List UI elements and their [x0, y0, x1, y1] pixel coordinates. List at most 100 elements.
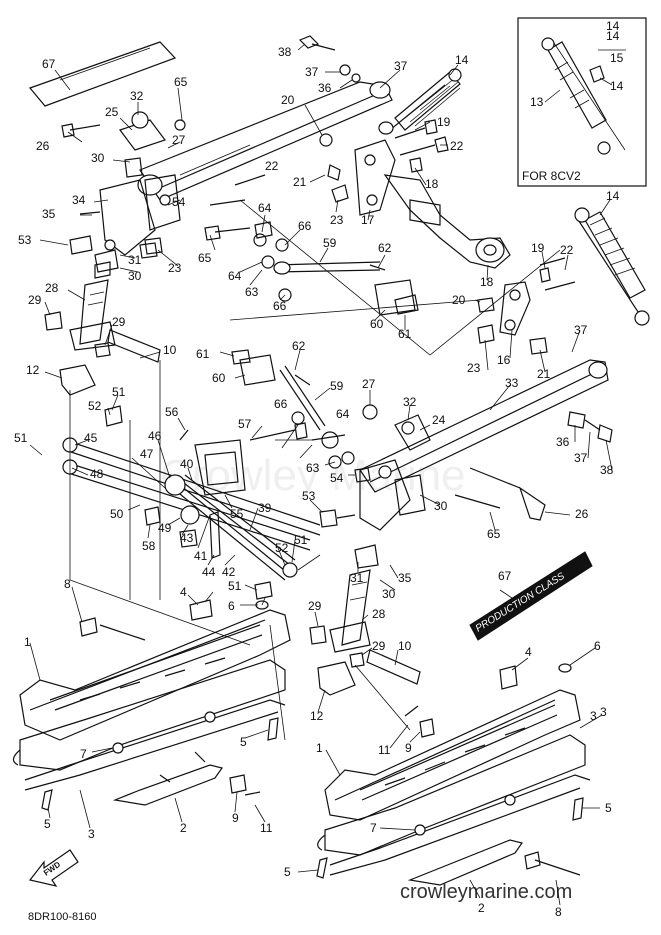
callout-9: 9 — [405, 741, 412, 755]
shock-absorber-14-mid — [574, 207, 650, 326]
callout-23: 23 — [168, 261, 182, 275]
callout-28: 28 — [45, 281, 59, 295]
callout-8: 8 — [64, 577, 71, 591]
callout-50: 50 — [110, 507, 124, 521]
callout-27: 27 — [362, 377, 376, 391]
callout-37: 37 — [574, 323, 588, 337]
callout-38: 38 — [600, 463, 614, 477]
callout-21: 21 — [293, 175, 307, 189]
callout-66: 66 — [274, 397, 288, 411]
callout-37: 37 — [305, 65, 319, 79]
callout-33: 33 — [505, 376, 519, 390]
callout-8: 8 — [555, 905, 562, 919]
arm-16 — [477, 257, 576, 355]
callout-35: 35 — [398, 571, 412, 585]
callout-53: 53 — [18, 233, 32, 247]
callout-22: 22 — [450, 139, 464, 153]
callout-26: 26 — [36, 139, 50, 153]
callout-25: 25 — [105, 105, 119, 119]
ski-assembly-right — [316, 663, 591, 886]
callout-14: 14 — [455, 53, 469, 67]
center-linkage — [62, 405, 321, 600]
callout-40: 40 — [180, 457, 194, 471]
callout-23: 23 — [467, 361, 481, 375]
callout-36: 36 — [556, 435, 570, 449]
callout-12: 12 — [26, 363, 40, 377]
callout-45: 45 — [84, 431, 98, 445]
callout-58: 58 — [142, 539, 156, 553]
callout-30: 30 — [128, 269, 142, 283]
callout-12: 12 — [310, 709, 324, 723]
callout-66: 66 — [273, 299, 287, 313]
callout-5: 5 — [44, 817, 51, 831]
callout-37: 37 — [574, 451, 588, 465]
callout-22: 22 — [560, 243, 574, 257]
callout-19: 19 — [437, 115, 451, 129]
callout-6: 6 — [594, 639, 601, 653]
callout-60: 60 — [370, 317, 384, 331]
callout-3: 3 — [88, 827, 95, 841]
leader-lines — [29, 43, 613, 906]
callout-65: 65 — [487, 527, 501, 541]
callout-23: 23 — [330, 213, 344, 227]
callout-62: 62 — [292, 339, 306, 353]
callout-51: 51 — [294, 533, 308, 547]
callout-9: 9 — [232, 811, 239, 825]
callout-2: 2 — [180, 821, 187, 835]
callout-18: 18 — [425, 177, 439, 191]
callout-6: 6 — [228, 599, 235, 613]
bracket-cluster-mid — [275, 411, 371, 483]
callout-65: 65 — [174, 75, 188, 89]
callout-11: 11 — [260, 821, 273, 835]
inset-title: FOR 8CV2 — [522, 169, 581, 183]
callout-51: 51 — [112, 385, 126, 399]
upper-arm-33 — [359, 359, 609, 493]
callout-44: 44 — [202, 565, 216, 579]
callout-60: 60 — [212, 371, 226, 385]
callout-31: 31 — [350, 571, 364, 585]
callout-20: 20 — [281, 93, 295, 107]
callout-7: 7 — [370, 821, 377, 835]
callout-64: 64 — [336, 407, 350, 421]
callout-59: 59 — [323, 236, 337, 250]
callout-46: 46 — [148, 429, 162, 443]
footer-code: 8DR100-8160 — [28, 911, 97, 923]
callout-22: 22 — [265, 159, 279, 173]
callout-18: 18 — [480, 275, 494, 289]
callout-labels: 67 38 37 37 36 14 65 32 25 26 27 20 19 2… — [14, 19, 624, 919]
callout-29: 29 — [28, 293, 42, 307]
callout-10: 10 — [398, 639, 412, 653]
decal-67-top — [28, 41, 177, 107]
callout-5: 5 — [605, 801, 612, 815]
callout-41: 41 — [194, 549, 208, 563]
callout-1: 1 — [316, 741, 323, 755]
callout-32: 32 — [130, 89, 144, 103]
callout-19: 19 — [531, 241, 545, 255]
callout-35: 35 — [42, 207, 56, 221]
callout-29: 29 — [112, 315, 126, 329]
callout-64: 64 — [228, 269, 242, 283]
callout-61: 61 — [398, 327, 412, 341]
bolts-top — [298, 35, 449, 203]
callout-65: 65 — [198, 251, 212, 265]
bracket-17-top — [354, 139, 396, 216]
callout-14: 14 — [606, 189, 620, 203]
shock-absorber-14-top — [378, 68, 462, 135]
callout-3: 3 — [590, 709, 597, 723]
inset-8cv2: FOR 8CV2 14 15 — [517, 17, 647, 187]
callout-4: 4 — [180, 585, 187, 599]
callout-30: 30 — [382, 587, 396, 601]
ski-assembly-left — [12, 599, 291, 811]
callout-29: 29 — [308, 599, 322, 613]
callout-47: 47 — [140, 447, 154, 461]
inset-fraction-bottom: 15 — [610, 51, 624, 65]
callout-2: 2 — [478, 901, 485, 915]
reference-lines — [69, 199, 561, 741]
callout-17: 17 — [361, 213, 375, 227]
callout-21: 21 — [537, 367, 551, 381]
callout-59: 59 — [330, 379, 344, 393]
callout-10: 10 — [163, 343, 177, 357]
callout-30: 30 — [434, 499, 448, 513]
callout-67: 67 — [498, 569, 512, 583]
